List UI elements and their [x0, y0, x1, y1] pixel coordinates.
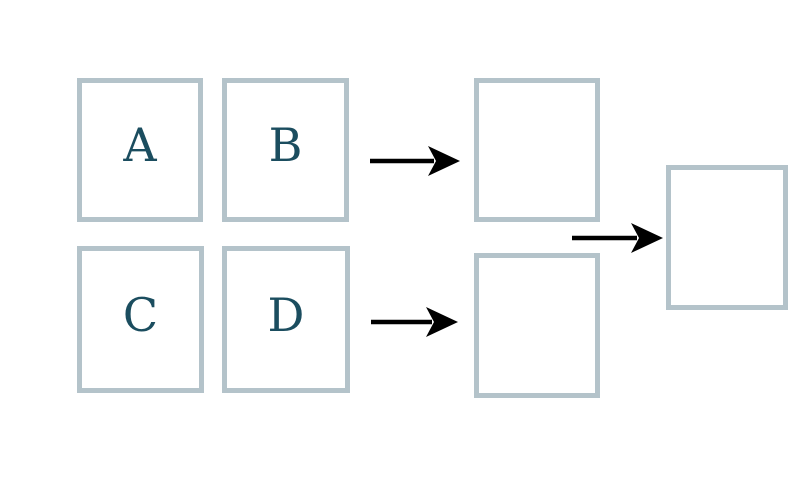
source-box-c-label: C	[122, 287, 159, 342]
intermediate-box-top	[474, 78, 600, 222]
arrow-merge-icon	[572, 223, 663, 253]
source-box-b: B	[222, 78, 349, 222]
intermediate-box-bottom	[474, 253, 600, 398]
result-box	[666, 165, 788, 310]
source-box-a-label: A	[123, 118, 157, 172]
source-box-c: C	[77, 246, 204, 393]
source-box-d-label: D	[267, 287, 305, 342]
source-box-a: A	[77, 78, 203, 222]
arrow-top-icon	[370, 146, 460, 176]
arrow-bottom-icon	[371, 307, 458, 337]
source-box-d: D	[222, 246, 350, 393]
source-box-b-label: B	[268, 118, 303, 172]
